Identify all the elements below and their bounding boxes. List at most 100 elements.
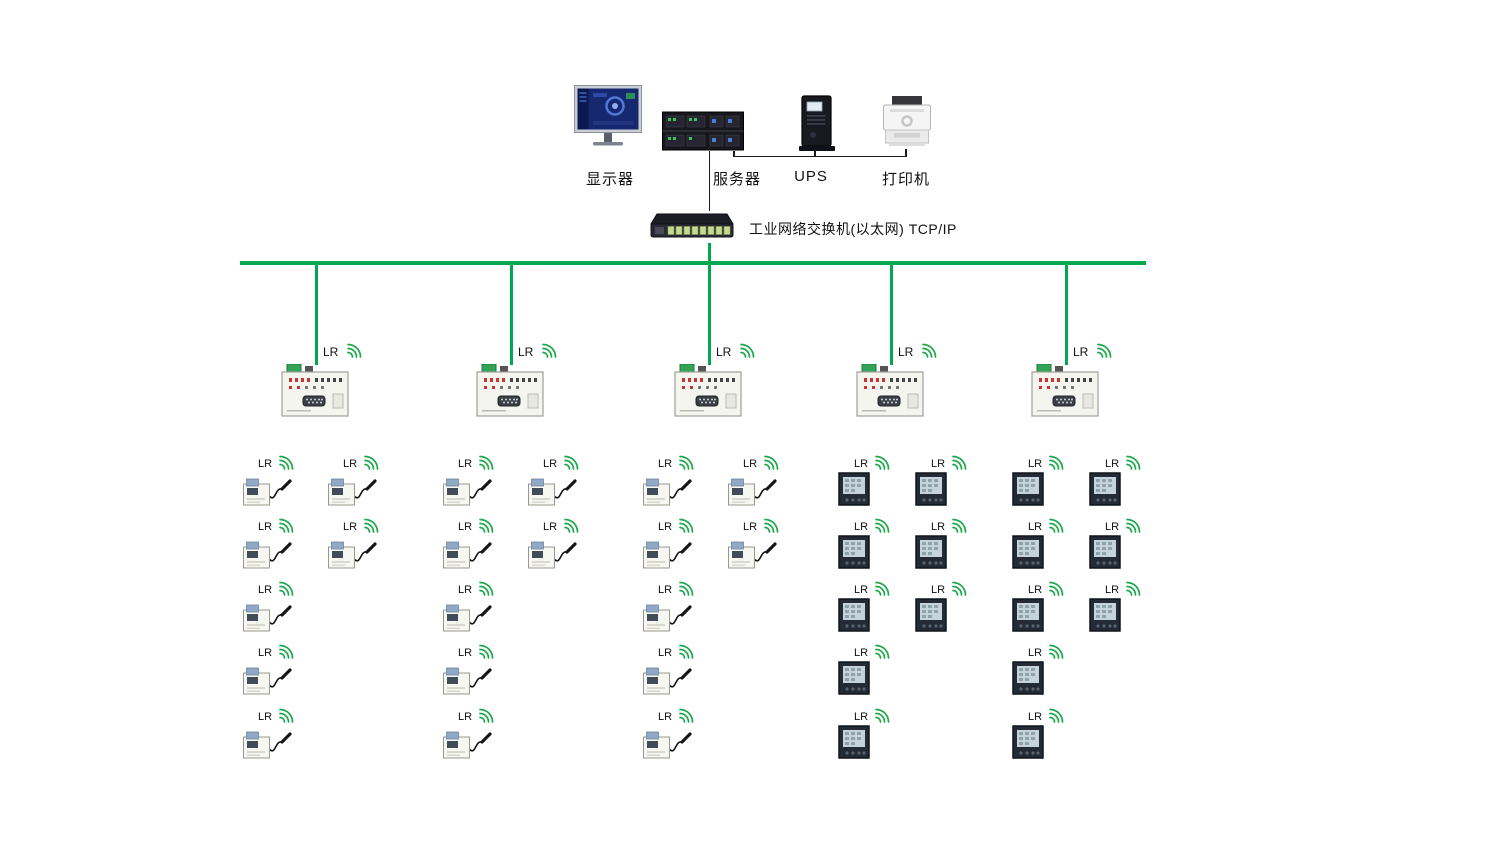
device-label-row: LR <box>1105 455 1153 470</box>
wifi-waves-icon <box>679 518 694 533</box>
device-label-row: LR <box>1028 708 1076 723</box>
gateway-lr-label: LR <box>1073 345 1089 359</box>
device-lr-label: LR <box>458 521 473 533</box>
wireless-meter-icon <box>243 478 292 506</box>
device-label-row: LR <box>743 518 791 533</box>
device-label-row: LR <box>854 455 902 470</box>
device-lr-label: LR <box>1028 521 1043 533</box>
wifi-waves-icon <box>1126 581 1141 596</box>
printer-icon <box>883 96 931 146</box>
wireless-meter-device: LR <box>527 455 591 514</box>
gateway-device-icon <box>674 364 744 418</box>
device-label-row: LR <box>1028 455 1076 470</box>
device-label-row: LR <box>658 708 706 723</box>
wifi-waves-icon <box>1097 343 1112 358</box>
peripheral-bus-line <box>733 155 906 157</box>
wireless-meter-device: LR <box>442 455 506 514</box>
device-lr-label: LR <box>543 458 558 470</box>
device-label-row: LR <box>854 581 902 596</box>
gateway-device-icon <box>856 364 926 418</box>
device-label-row: LR <box>343 518 391 533</box>
gateway-drop-line <box>510 265 513 365</box>
wifi-waves-icon <box>875 581 890 596</box>
wireless-meter-device: LR <box>727 518 791 577</box>
device-lr-label: LR <box>854 647 869 659</box>
panel-meter-icon <box>1012 725 1044 759</box>
wifi-waves-icon <box>679 455 694 470</box>
wireless-meter-icon <box>243 731 292 759</box>
panel-meter-icon <box>838 661 870 695</box>
device-label-row: LR <box>543 518 591 533</box>
wireless-meter-icon <box>443 731 492 759</box>
device-label-row: LR <box>854 708 902 723</box>
device-lr-label: LR <box>931 458 946 470</box>
wireless-meter-icon <box>243 541 292 569</box>
lr-gateway: LR <box>856 343 937 418</box>
wifi-waves-icon <box>679 644 694 659</box>
wifi-waves-icon <box>564 518 579 533</box>
device-lr-label: LR <box>458 647 473 659</box>
wifi-waves-icon <box>1049 581 1064 596</box>
server-label: 服务器 <box>712 171 761 188</box>
wifi-waves-icon <box>279 644 294 659</box>
device-lr-label: LR <box>931 584 946 596</box>
device-lr-label: LR <box>258 458 273 470</box>
wireless-meter-device: LR <box>527 518 591 577</box>
wireless-meter-device: LR <box>442 644 506 703</box>
wifi-waves-icon <box>564 455 579 470</box>
wireless-meter-device: LR <box>327 455 391 514</box>
wireless-meter-device: LR <box>727 455 791 514</box>
wifi-waves-icon <box>952 581 967 596</box>
wifi-waves-icon <box>364 455 379 470</box>
wireless-meter-device: LR <box>442 518 506 577</box>
device-lr-label: LR <box>931 521 946 533</box>
panel-meter-device: LR <box>838 708 902 761</box>
wireless-meter-device: LR <box>242 644 306 703</box>
device-lr-label: LR <box>458 584 473 596</box>
wifi-waves-icon <box>1049 708 1064 723</box>
wifi-waves-icon <box>1126 518 1141 533</box>
wifi-waves-icon <box>679 581 694 596</box>
device-lr-label: LR <box>854 458 869 470</box>
ups-device <box>795 95 839 158</box>
device-lr-label: LR <box>854 521 869 533</box>
wifi-waves-icon <box>279 581 294 596</box>
gateway-label-row: LR <box>898 342 938 358</box>
wireless-meter-icon <box>528 541 577 569</box>
wifi-waves-icon <box>479 455 494 470</box>
server-device <box>662 111 744 156</box>
panel-meter-icon <box>915 598 947 632</box>
gateway-label-row: LR <box>1073 342 1113 358</box>
monitor-device <box>574 85 644 154</box>
wifi-waves-icon <box>922 343 937 358</box>
switch-label: 工业网络交换机(以太网) TCP/IP <box>749 221 957 237</box>
device-lr-label: LR <box>1028 584 1043 596</box>
device-label-row: LR <box>1028 581 1076 596</box>
wifi-waves-icon <box>952 518 967 533</box>
device-label-row: LR <box>258 581 306 596</box>
device-lr-label: LR <box>854 584 869 596</box>
gateway-drop-line <box>1065 265 1068 365</box>
wifi-waves-icon <box>364 518 379 533</box>
device-lr-label: LR <box>1105 584 1120 596</box>
wireless-meter-icon <box>443 541 492 569</box>
device-label-row: LR <box>854 644 902 659</box>
panel-meter-device: LR <box>838 644 902 697</box>
device-label-row: LR <box>931 455 979 470</box>
panel-meter-device: LR <box>1012 455 1076 508</box>
panel-meter-device: LR <box>1012 518 1076 571</box>
device-label-row: LR <box>658 581 706 596</box>
wifi-waves-icon <box>279 518 294 533</box>
panel-meter-device: LR <box>1089 518 1153 571</box>
device-lr-label: LR <box>458 711 473 723</box>
device-label-row: LR <box>743 455 791 470</box>
panel-meter-device: LR <box>1089 455 1153 508</box>
device-label-row: LR <box>458 708 506 723</box>
wifi-waves-icon <box>479 581 494 596</box>
panel-meter-icon <box>838 598 870 632</box>
device-label-row: LR <box>543 455 591 470</box>
panel-meter-icon <box>915 535 947 569</box>
wifi-signal-icon <box>346 342 363 358</box>
device-label-row: LR <box>343 455 391 470</box>
ethernet-bus-line <box>240 261 1146 265</box>
